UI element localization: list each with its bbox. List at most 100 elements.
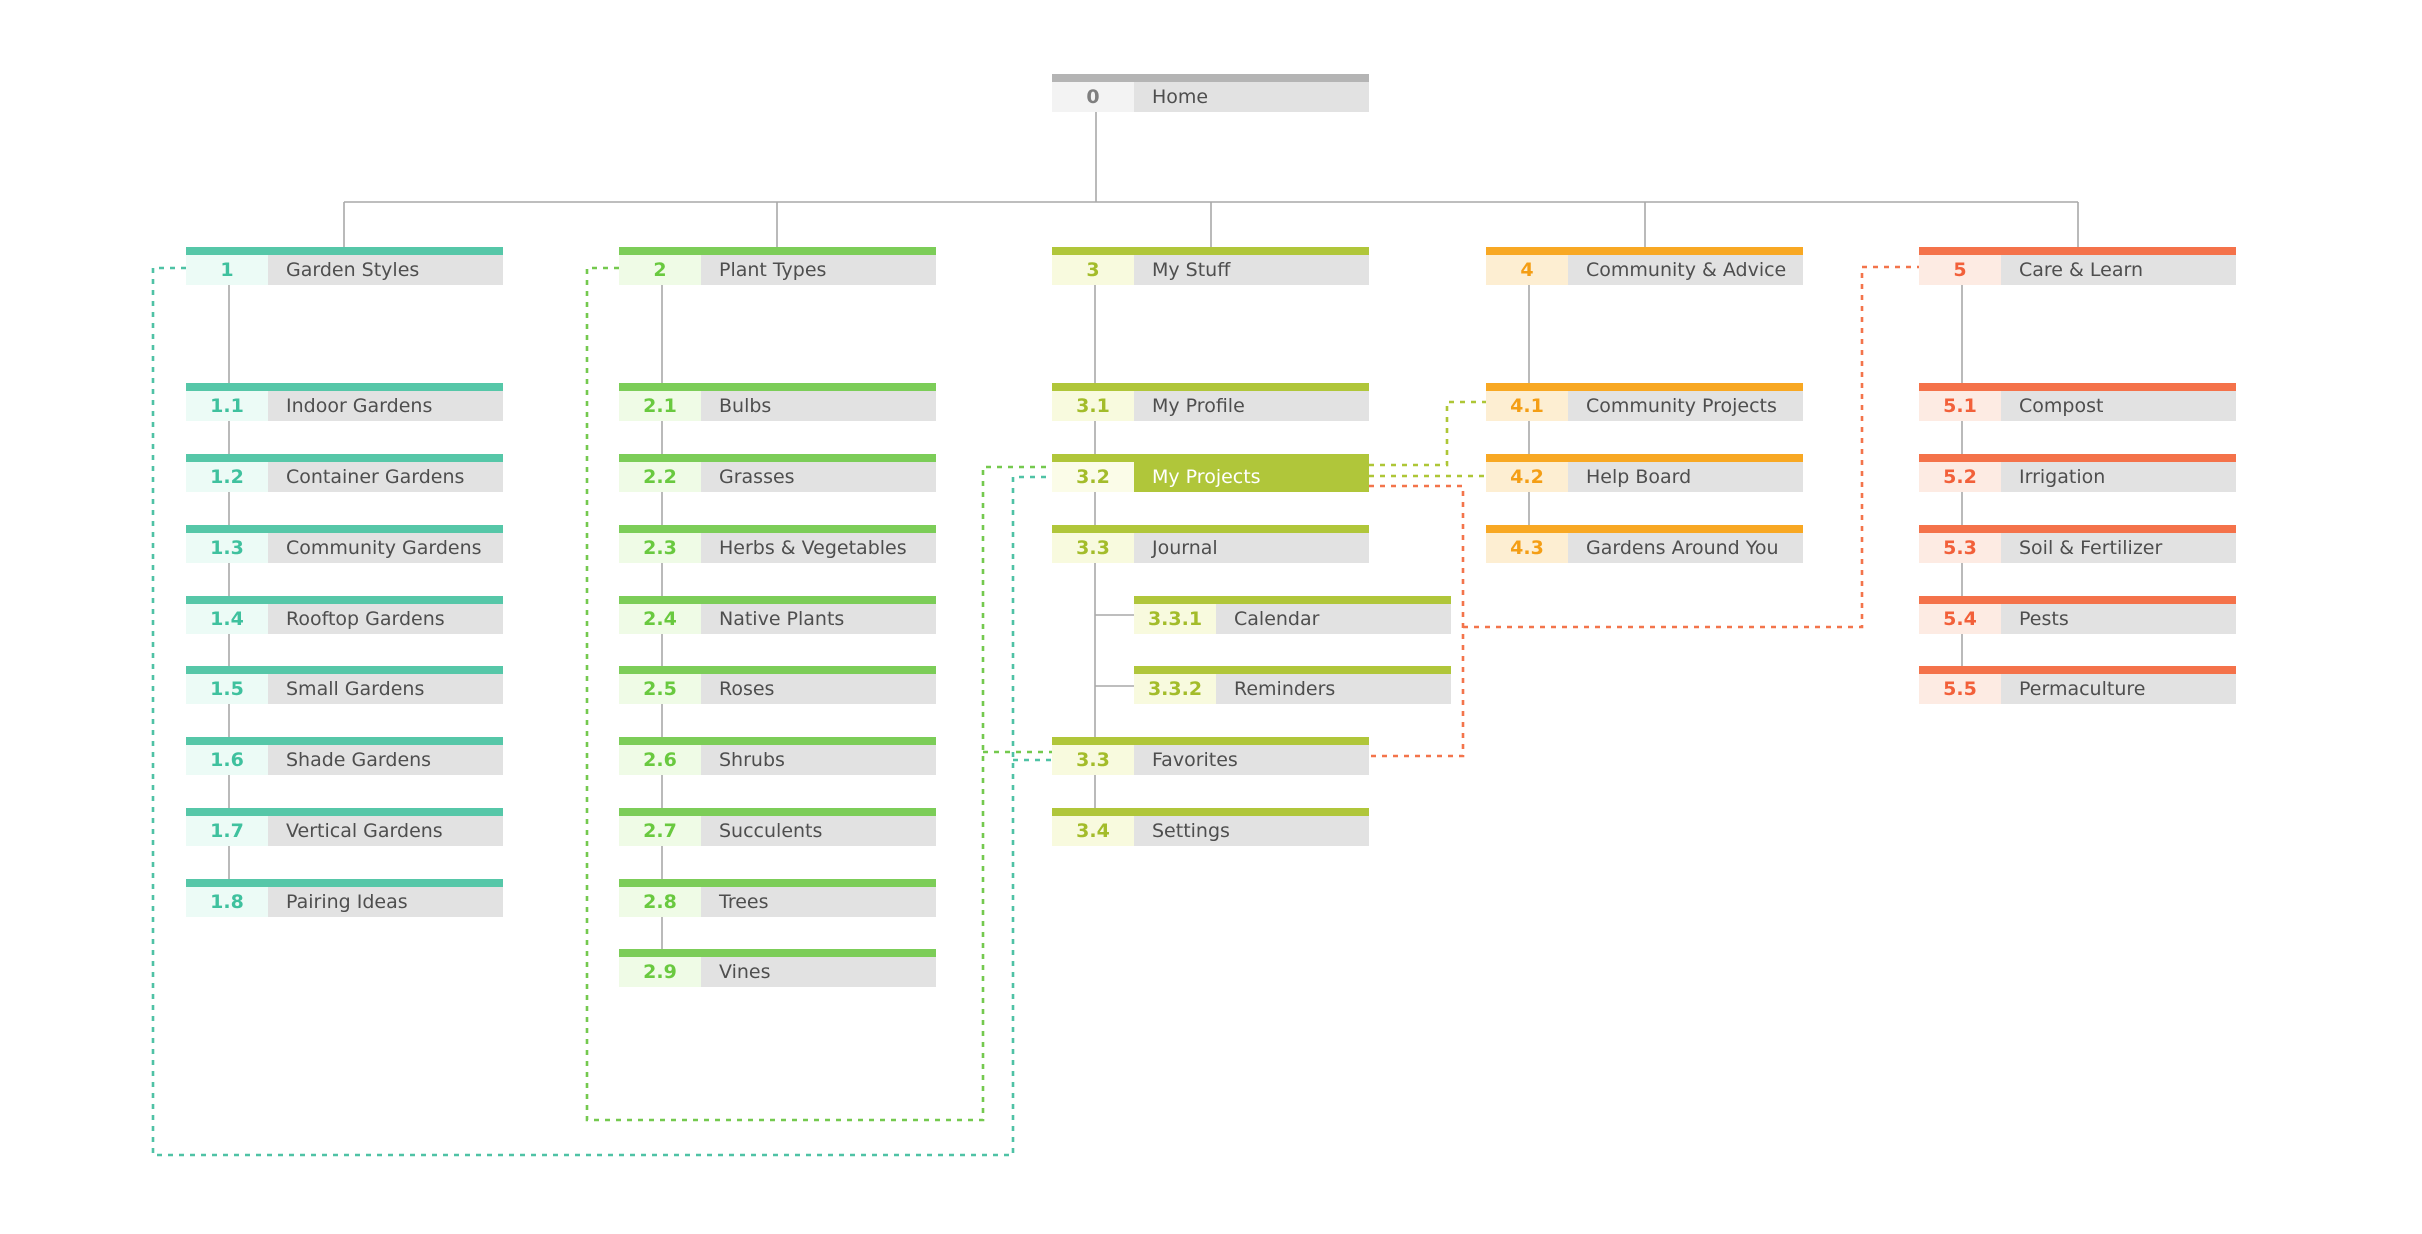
node-small-gardens[interactable]: 1.5 Small Gardens <box>186 666 503 704</box>
node-label: Grasses <box>701 462 936 492</box>
node-label: Vertical Gardens <box>268 816 503 846</box>
node-number: 5.4 <box>1919 604 2001 634</box>
node-color-bar <box>186 383 503 391</box>
node-number: 2.1 <box>619 391 701 421</box>
node-reminders[interactable]: 3.3.2 Reminders <box>1134 666 1451 704</box>
link-my-projects-to-community <box>1369 400 1486 478</box>
node-color-bar <box>1919 454 2236 462</box>
node-color-bar <box>1052 74 1369 82</box>
node-color-bar <box>1052 247 1369 255</box>
node-community-advice[interactable]: 4 Community & Advice <box>1486 247 1803 285</box>
node-my-projects[interactable]: 3.2 My Projects <box>1052 454 1369 492</box>
node-label: Community Projects <box>1568 391 1803 421</box>
node-label: Permaculture <box>2001 674 2236 704</box>
node-color-bar <box>1134 596 1451 604</box>
node-label: Vines <box>701 957 936 987</box>
node-color-bar <box>1052 454 1369 462</box>
node-pairing-ideas[interactable]: 1.8 Pairing Ideas <box>186 879 503 917</box>
node-container-gardens[interactable]: 1.2 Container Gardens <box>186 454 503 492</box>
node-care-learn[interactable]: 5 Care & Learn <box>1919 247 2236 285</box>
node-trees[interactable]: 2.8 Trees <box>619 879 936 917</box>
node-number: 1.5 <box>186 674 268 704</box>
node-number: 2.8 <box>619 887 701 917</box>
node-roses[interactable]: 2.5 Roses <box>619 666 936 704</box>
node-number: 2.4 <box>619 604 701 634</box>
node-label: Plant Types <box>701 255 936 285</box>
node-number: 2.5 <box>619 674 701 704</box>
node-number: 0 <box>1052 82 1134 112</box>
node-pests[interactable]: 5.4 Pests <box>1919 596 2236 634</box>
node-number: 5 <box>1919 255 2001 285</box>
node-my-stuff[interactable]: 3 My Stuff <box>1052 247 1369 285</box>
node-indoor-gardens[interactable]: 1.1 Indoor Gardens <box>186 383 503 421</box>
node-compost[interactable]: 5.1 Compost <box>1919 383 2236 421</box>
node-label: Bulbs <box>701 391 936 421</box>
link-my-projects-to-care-and-favorites <box>1369 265 1919 758</box>
node-number: 1 <box>186 255 268 285</box>
node-color-bar <box>186 525 503 533</box>
node-help-board[interactable]: 4.2 Help Board <box>1486 454 1803 492</box>
node-number: 1.6 <box>186 745 268 775</box>
node-permaculture[interactable]: 5.5 Permaculture <box>1919 666 2236 704</box>
node-number: 2.7 <box>619 816 701 846</box>
node-color-bar <box>1052 808 1369 816</box>
node-color-bar <box>1134 666 1451 674</box>
node-number: 5.2 <box>1919 462 2001 492</box>
node-number: 1.3 <box>186 533 268 563</box>
node-number: 5.5 <box>1919 674 2001 704</box>
node-favorites[interactable]: 3.3 Favorites <box>1052 737 1369 775</box>
node-color-bar <box>1919 383 2236 391</box>
node-irrigation[interactable]: 5.2 Irrigation <box>1919 454 2236 492</box>
node-shade-gardens[interactable]: 1.6 Shade Gardens <box>186 737 503 775</box>
node-color-bar <box>1919 247 2236 255</box>
node-community-gardens[interactable]: 1.3 Community Gardens <box>186 525 503 563</box>
node-soil-fertilizer[interactable]: 5.3 Soil & Fertilizer <box>1919 525 2236 563</box>
node-color-bar <box>619 737 936 745</box>
node-my-profile[interactable]: 3.1 My Profile <box>1052 383 1369 421</box>
node-native-plants[interactable]: 2.4 Native Plants <box>619 596 936 634</box>
node-rooftop-gardens[interactable]: 1.4 Rooftop Gardens <box>186 596 503 634</box>
link-plant-types-to-my-projects <box>585 266 1052 1122</box>
node-label: Trees <box>701 887 936 917</box>
node-number: 1.7 <box>186 816 268 846</box>
node-herbs-vegetables[interactable]: 2.3 Herbs & Vegetables <box>619 525 936 563</box>
node-color-bar <box>619 949 936 957</box>
node-label: Roses <box>701 674 936 704</box>
node-home[interactable]: 0 Home <box>1052 74 1369 112</box>
node-number: 4.3 <box>1486 533 1568 563</box>
node-number: 2.2 <box>619 462 701 492</box>
node-number: 5.1 <box>1919 391 2001 421</box>
node-gardens-around-you[interactable]: 4.3 Gardens Around You <box>1486 525 1803 563</box>
node-color-bar <box>1052 525 1369 533</box>
node-label: Home <box>1134 82 1369 112</box>
node-color-bar <box>186 596 503 604</box>
node-color-bar <box>619 454 936 462</box>
node-calendar[interactable]: 3.3.1 Calendar <box>1134 596 1451 634</box>
node-bulbs[interactable]: 2.1 Bulbs <box>619 383 936 421</box>
node-label: Reminders <box>1216 674 1451 704</box>
node-plant-types[interactable]: 2 Plant Types <box>619 247 936 285</box>
node-community-projects[interactable]: 4.1 Community Projects <box>1486 383 1803 421</box>
node-label: My Profile <box>1134 391 1369 421</box>
node-journal[interactable]: 3.3 Journal <box>1052 525 1369 563</box>
node-garden-styles[interactable]: 1 Garden Styles <box>186 247 503 285</box>
node-number: 1.8 <box>186 887 268 917</box>
node-color-bar <box>186 247 503 255</box>
node-number: 3 <box>1052 255 1134 285</box>
node-label: Small Gardens <box>268 674 503 704</box>
node-grasses[interactable]: 2.2 Grasses <box>619 454 936 492</box>
node-number: 1.1 <box>186 391 268 421</box>
node-color-bar <box>186 808 503 816</box>
node-number: 3.3 <box>1052 533 1134 563</box>
node-succulents[interactable]: 2.7 Succulents <box>619 808 936 846</box>
node-vertical-gardens[interactable]: 1.7 Vertical Gardens <box>186 808 503 846</box>
node-label: Succulents <box>701 816 936 846</box>
node-color-bar <box>1486 247 1803 255</box>
node-color-bar <box>619 247 936 255</box>
node-number: 3.1 <box>1052 391 1134 421</box>
node-shrubs[interactable]: 2.6 Shrubs <box>619 737 936 775</box>
node-settings[interactable]: 3.4 Settings <box>1052 808 1369 846</box>
node-vines[interactable]: 2.9 Vines <box>619 949 936 987</box>
node-label: Help Board <box>1568 462 1803 492</box>
